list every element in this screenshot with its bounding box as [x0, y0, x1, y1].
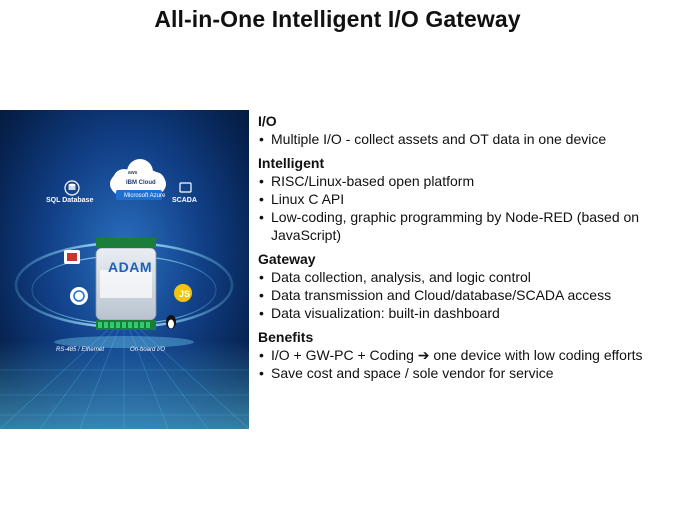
- section-heading: I/O: [258, 113, 277, 129]
- bullet-dot: •: [259, 305, 264, 321]
- bullet-item: • Save cost and space / sole vendor for s…: [258, 364, 668, 382]
- product-illustration-art: JS: [0, 159, 249, 429]
- bullet-list: • Multiple I/O - collect assets and OT da…: [258, 130, 668, 148]
- bullet-item: • Low-coding, graphic programming by Node…: [258, 208, 668, 244]
- bullet-text: I/O + GW-PC + Coding ➔ one device with l…: [271, 347, 643, 363]
- section-heading: Benefits: [258, 329, 314, 345]
- bullet-dot: •: [259, 269, 264, 285]
- bullet-item: • I/O + GW-PC + Coding ➔ one device with …: [258, 346, 668, 364]
- bullet-item: • Multiple I/O - collect assets and OT da…: [258, 130, 668, 148]
- bullet-dot: •: [259, 191, 264, 207]
- azure-label: Microsoft Azure: [124, 193, 166, 199]
- bullet-dot: •: [259, 173, 264, 189]
- bullet-item: • Data collection, analysis, and logic co…: [258, 268, 668, 286]
- bullet-text: Linux C API: [271, 191, 345, 207]
- bullet-text: RISC/Linux-based open platform: [271, 173, 475, 189]
- bullet-text: Low-coding, graphic programming by Node-…: [271, 209, 640, 243]
- onboard-io-label: On-board I/O: [130, 347, 166, 353]
- bullet-text: Multiple I/O - collect assets and OT dat…: [271, 131, 607, 147]
- bullet-dot: •: [259, 131, 264, 147]
- bullet-dot: •: [259, 209, 264, 225]
- sql-database-label: SQL Database: [46, 197, 94, 204]
- bullet-item: • Linux C API: [258, 190, 668, 208]
- bullet-item: • Data visualization: built-in dashboard: [258, 304, 668, 322]
- feature-list: I/O • Multiple I/O - collect assets and O…: [258, 112, 668, 388]
- device-brand-label: ADAM: [108, 259, 152, 275]
- bullet-item: • Data transmission and Cloud/database/SC…: [258, 286, 668, 304]
- product-illustration: JS SQL Databa: [0, 110, 249, 429]
- section-heading: Gateway: [258, 251, 316, 267]
- section-heading: Intelligent: [258, 155, 325, 171]
- bullet-text: Data visualization: built-in dashboard: [271, 305, 500, 321]
- section-intelligent: Intelligent • RISC/Linux-based open platf…: [258, 154, 668, 244]
- bullet-list: • Data collection, analysis, and logic co…: [258, 268, 668, 322]
- bullet-dot: •: [259, 347, 264, 363]
- bullet-text: Save cost and space / sole vendor for se…: [271, 365, 554, 381]
- section-io: I/O • Multiple I/O - collect assets and O…: [258, 112, 668, 148]
- bullet-text: Data collection, analysis, and logic con…: [271, 269, 531, 285]
- section-gateway: Gateway • Data collection, analysis, and …: [258, 250, 668, 322]
- slide-title: All-in-One Intelligent I/O Gateway: [154, 6, 521, 32]
- scada-label: SCADA: [172, 197, 197, 204]
- svg-text:JS: JS: [179, 289, 190, 299]
- bullet-dot: •: [259, 365, 264, 381]
- ibm-cloud-label: IBM Cloud: [126, 180, 156, 186]
- bullet-dot: •: [259, 287, 264, 303]
- bullet-item: • RISC/Linux-based open platform: [258, 172, 668, 190]
- bullet-list: • RISC/Linux-based open platform • Linux C…: [258, 172, 668, 244]
- aws-logo-label: aws: [128, 170, 138, 176]
- bullet-text: Data transmission and Cloud/database/SCA…: [271, 287, 612, 303]
- bullet-list: • I/O + GW-PC + Coding ➔ one device with …: [258, 346, 668, 382]
- section-benefits: Benefits • I/O + GW-PC + Coding ➔ one dev…: [258, 328, 668, 382]
- rs485-ethernet-label: RS-485 / Ethernet: [56, 347, 105, 353]
